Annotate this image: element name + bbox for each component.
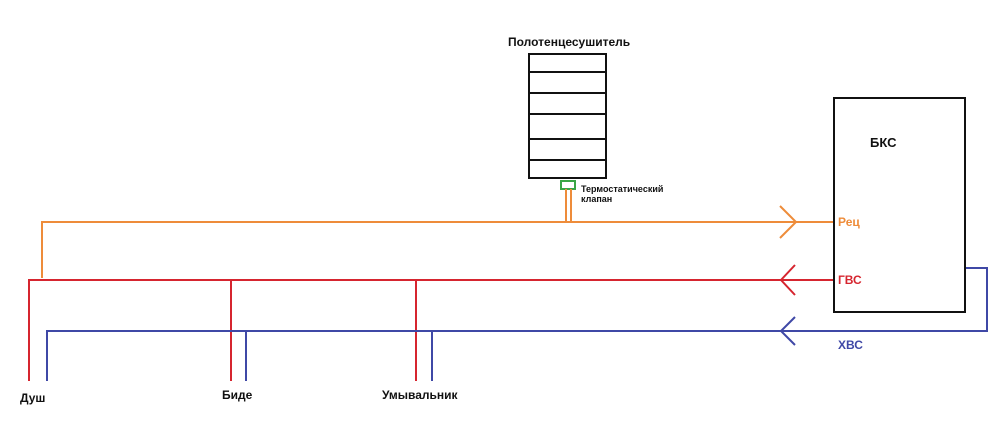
recirculation-pipe	[41, 189, 834, 278]
bidet-label: Биде	[222, 388, 253, 402]
boiler-tank	[833, 97, 966, 313]
towel-dryer-frame	[528, 53, 607, 179]
recirculation-label: Рец	[838, 215, 860, 229]
cold-water-label: ХВС	[838, 338, 863, 352]
thermostatic-valve-label: Термостатический клапан	[581, 184, 664, 205]
boiler-label: БКС	[870, 135, 897, 150]
cold-water-arrow	[779, 316, 796, 346]
hot-water-arrow	[779, 264, 796, 296]
hot-water-label: ГВС	[838, 273, 862, 287]
shower-label: Душ	[20, 391, 46, 405]
recirculation-arrow	[779, 205, 798, 239]
thermostatic-valve	[560, 180, 576, 190]
towel-dryer	[528, 53, 607, 179]
cold-water-pipe	[46, 267, 988, 381]
washbasin-label: Умывальник	[382, 388, 458, 402]
towel-dryer-label: Полотенцесушитель	[508, 35, 631, 49]
